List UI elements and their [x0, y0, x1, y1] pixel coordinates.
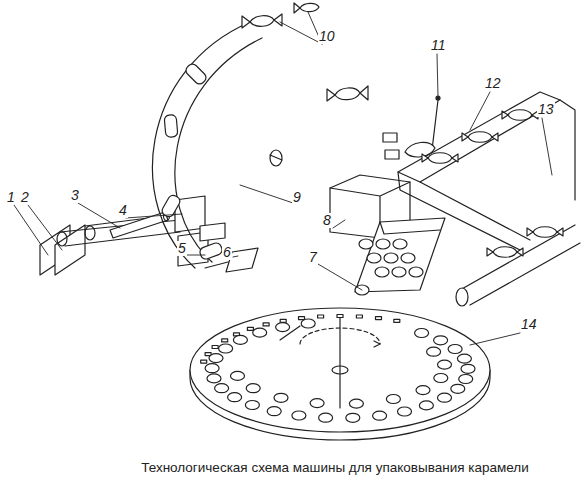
caramel: [427, 347, 441, 356]
disc-slot: [280, 319, 286, 322]
callout-number: 13: [537, 102, 555, 117]
caramel: [448, 345, 462, 354]
callout-number: 14: [520, 317, 538, 332]
caramel: [384, 253, 398, 263]
caramel: [267, 407, 281, 416]
callout-number: 11: [430, 38, 447, 53]
wrapped-candies: [242, 3, 368, 101]
callout-number: 9: [292, 190, 302, 205]
disc-slot: [201, 360, 207, 363]
caramel: [231, 371, 245, 380]
disc-slot: [337, 315, 343, 318]
caramel: [310, 399, 324, 408]
caramel: [393, 239, 407, 249]
caramel: [319, 413, 333, 422]
callout-number: 10: [318, 29, 336, 44]
caramel: [376, 239, 390, 249]
disc-slot: [376, 317, 382, 320]
disc-slot: [212, 346, 218, 349]
disc-slot: [263, 323, 269, 326]
disc-slot: [394, 319, 400, 322]
rotating-disc: [190, 308, 490, 440]
tray-conveyor: [398, 92, 575, 250]
callout-number: 6: [222, 245, 232, 260]
caramel: [207, 374, 221, 383]
callout-number: 5: [177, 241, 187, 256]
disc-slot: [247, 327, 253, 330]
wrapped-candy: [502, 110, 538, 121]
caramel: [415, 329, 429, 338]
candy-chute: [355, 218, 445, 292]
belt-conveyor: [456, 225, 580, 306]
arc-guide: [152, 22, 282, 268]
disc-slot: [222, 339, 228, 342]
caramel: [373, 411, 387, 420]
caramel: [359, 239, 373, 249]
caramel: [228, 393, 242, 402]
caramel: [301, 319, 315, 328]
caramel: [434, 336, 448, 345]
caramel: [274, 393, 288, 402]
caramel: [461, 364, 475, 373]
callout-number: 4: [118, 203, 128, 218]
caramel: [215, 384, 229, 393]
leader-lines: [14, 12, 552, 345]
wrapped-candy: [422, 153, 458, 164]
callout-number: 8: [322, 213, 332, 228]
caramel: [375, 267, 389, 277]
caramel: [209, 354, 223, 363]
disc-slot: [299, 317, 305, 320]
caramel: [367, 253, 381, 263]
cutting-knives: [175, 196, 225, 266]
caramel: [438, 393, 452, 402]
pusher: [383, 96, 440, 159]
caramel: [401, 253, 415, 263]
disc-slot: [356, 315, 362, 318]
wrapped-candy: [527, 227, 563, 238]
callout-number: 3: [70, 188, 80, 203]
caramel: [434, 374, 448, 383]
callout-number: 7: [308, 250, 318, 265]
caption: Технологическая схема машины для упаковы…: [141, 460, 529, 476]
caramel: [292, 411, 306, 420]
caramel: [451, 384, 465, 393]
caramel: [233, 335, 247, 344]
caramel: [409, 267, 423, 277]
caramel: [219, 344, 233, 353]
disc-slot: [318, 315, 324, 318]
caramel: [253, 328, 267, 337]
caramel: [459, 375, 473, 384]
wrapped-candy: [462, 132, 498, 143]
caramel: [349, 399, 363, 408]
caramel: [419, 401, 433, 410]
caramel: [246, 384, 260, 393]
callout-number: 1: [6, 190, 16, 205]
caramel: [245, 401, 259, 410]
callout-number: 12: [484, 76, 502, 91]
caramel: [346, 413, 360, 422]
caramel: [457, 354, 471, 363]
caramel: [386, 395, 400, 404]
caramel: [276, 323, 290, 332]
caramel: [392, 267, 406, 277]
caramel: [205, 364, 219, 373]
callout-number: 2: [20, 190, 30, 205]
caramel: [438, 360, 452, 369]
wrapped-candy: [487, 247, 523, 258]
caramel: [398, 407, 412, 416]
caramel: [416, 386, 430, 395]
